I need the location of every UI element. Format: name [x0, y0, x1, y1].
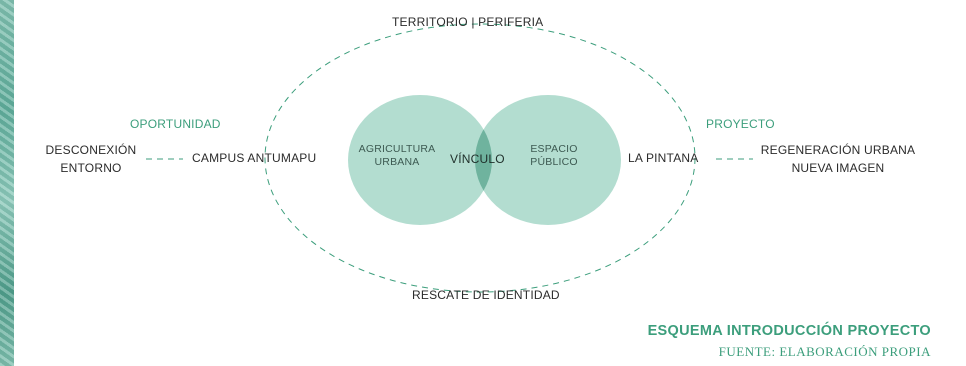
venn-center-label: VÍNCULO: [450, 152, 505, 166]
right-outer-line2: NUEVA IMAGEN: [791, 161, 885, 175]
venn-left-line2: URBANA: [374, 156, 420, 168]
bottom-label: RESCATE DE IDENTIDAD: [412, 288, 560, 302]
venn-right-label: ESPACIO PÚBLICO: [514, 143, 594, 169]
venn-circle-left: [348, 95, 492, 225]
outer-dashed-ellipse: [264, 23, 696, 293]
venn-right-line1: ESPACIO: [530, 143, 578, 155]
right-outer-label: REGENERACIÓN URBANA NUEVA IMAGEN: [752, 141, 924, 177]
left-outer-line2: ENTORNO: [60, 161, 122, 175]
venn-circle-right: [475, 95, 621, 225]
left-tag-label: OPORTUNIDAD: [130, 117, 221, 131]
right-inner-label: LA PINTANA: [628, 151, 699, 165]
venn-left-line1: AGRICULTURA: [358, 143, 436, 155]
top-label: TERRITORIO | PERIFERIA: [392, 15, 544, 29]
right-tag-label: PROYECTO: [706, 117, 775, 131]
decorative-edge-strip: [0, 0, 14, 366]
right-outer-line1: REGENERACIÓN URBANA: [760, 143, 916, 157]
left-inner-label: CAMPUS ANTUMAPU: [192, 151, 317, 165]
left-outer-label: DESCONEXIÓN ENTORNO: [36, 141, 146, 177]
caption-title: ESQUEMA INTRODUCCIÓN PROYECTO: [647, 323, 931, 339]
venn-right-line2: PÚBLICO: [530, 156, 578, 168]
venn-left-label: AGRICULTURA URBANA: [352, 143, 442, 169]
left-outer-line1: DESCONEXIÓN: [45, 143, 137, 157]
caption-source: FUENTE: ELABORACIÓN PROPIA: [718, 344, 931, 359]
